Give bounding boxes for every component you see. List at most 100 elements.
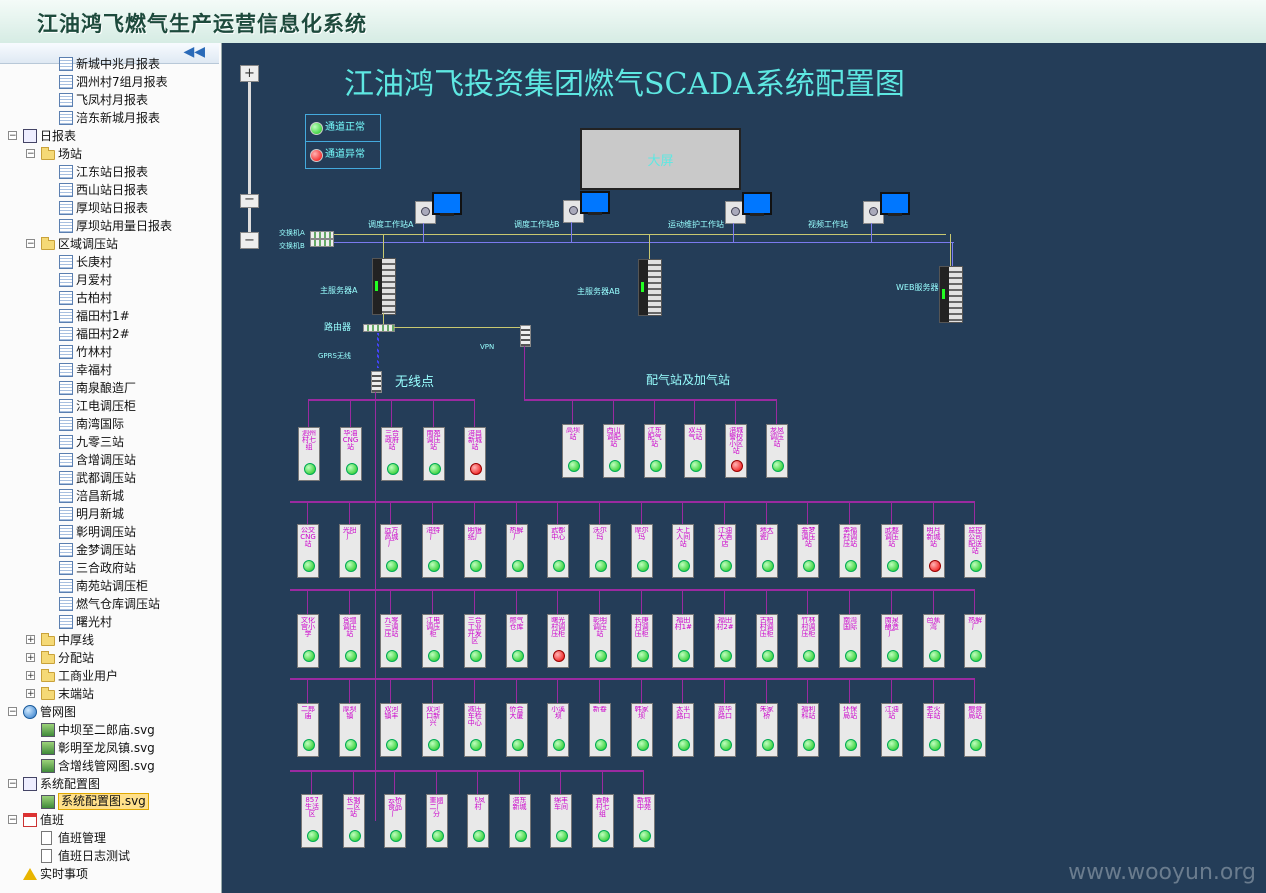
station-box[interactable]: 泗州村七组 xyxy=(298,427,320,481)
station-box[interactable]: 香酥村七组 xyxy=(591,794,614,848)
tree-item[interactable]: 南湾国际 xyxy=(0,415,219,433)
wireless-hub[interactable] xyxy=(371,371,382,393)
station-box[interactable]: 地大瓷厂 xyxy=(755,524,778,578)
tree-item[interactable]: 月爱村 xyxy=(0,271,219,289)
station-box[interactable]: 新城中苑 xyxy=(633,794,655,848)
tree-item[interactable]: 系统配置图.svg xyxy=(0,793,219,811)
station-box[interactable]: 龙凤调压站 xyxy=(766,424,788,478)
station-box[interactable]: 芭蕉湾 xyxy=(922,614,945,668)
station-box[interactable]: 古柏村调压柜 xyxy=(755,614,778,668)
station-box[interactable]: 双河镇丰 xyxy=(380,703,403,757)
collapse-icon[interactable]: − xyxy=(8,815,17,825)
station-box[interactable]: 南苑调压站 xyxy=(422,427,445,481)
station-box[interactable]: 西山调配站 xyxy=(602,424,625,478)
tree-item[interactable]: 值班日志测试 xyxy=(0,847,219,865)
tree-item[interactable]: 南苑站调压柜 xyxy=(0,577,219,595)
station-box[interactable]: 高坝站 xyxy=(562,424,584,478)
zoom-slider-handle[interactable]: − xyxy=(240,193,259,208)
tree-item[interactable]: 西山站日报表 xyxy=(0,181,219,199)
station-box[interactable]: 九零三调压站 xyxy=(380,614,403,668)
station-box[interactable]: 韩家坝 xyxy=(630,703,653,757)
station-box[interactable]: 长庚村调压柜 xyxy=(630,614,653,668)
station-box[interactable]: 金梦调压站 xyxy=(797,524,820,578)
station-box[interactable]: 涪昌新城站 xyxy=(464,427,486,481)
tree-item[interactable]: −值班 xyxy=(0,811,219,829)
collapse-icon[interactable]: − xyxy=(8,707,17,717)
tree-item[interactable]: 新城中兆月报表 xyxy=(0,55,219,73)
tree-item[interactable]: +工商业用户 xyxy=(0,667,219,685)
station-box[interactable]: 涪东新城 xyxy=(508,794,531,848)
station-box[interactable]: 江东配气站 xyxy=(643,424,666,478)
station-box[interactable]: 小溪坝 xyxy=(547,703,570,757)
station-box[interactable]: 二郎庙 xyxy=(297,703,319,757)
tree-item[interactable]: 福田村2# xyxy=(0,325,219,343)
tree-item[interactable]: +分配站 xyxy=(0,649,219,667)
tree-item[interactable]: 涪东新城月报表 xyxy=(0,109,219,127)
tree-item[interactable]: 泗州村7组月报表 xyxy=(0,73,219,91)
tree-item[interactable]: +末端站 xyxy=(0,685,219,703)
tree-item[interactable]: −区域调压站 xyxy=(0,235,219,253)
server-device[interactable] xyxy=(638,259,662,316)
station-box[interactable]: 南湾国际 xyxy=(839,614,862,668)
station-box[interactable]: 云桥食品厂 xyxy=(384,794,406,848)
station-box[interactable]: 竹林村调压柜 xyxy=(797,614,820,668)
server-device[interactable] xyxy=(372,258,396,315)
station-box[interactable]: 公交CNG站 xyxy=(297,524,319,578)
tree-item[interactable]: 厚坝站用量日报表 xyxy=(0,217,219,235)
tree-item[interactable]: 南泉酿造厂 xyxy=(0,379,219,397)
station-box[interactable]: 老火车站 xyxy=(922,703,945,757)
station-box[interactable]: 热解厂 xyxy=(505,524,528,578)
station-box[interactable]: 天上人间站 xyxy=(672,524,695,578)
zoom-in-button[interactable]: + xyxy=(240,65,259,82)
tree-item[interactable]: 曙光村 xyxy=(0,613,219,631)
tree-item[interactable]: −日报表 xyxy=(0,127,219,145)
station-box[interactable]: 涪特厂 xyxy=(422,524,445,578)
tree-item[interactable]: 福田村1# xyxy=(0,307,219,325)
station-box[interactable]: 摩尔玛 xyxy=(630,524,653,578)
station-box[interactable]: 857生活区 xyxy=(301,794,323,848)
station-box[interactable]: 热解厂 xyxy=(964,614,987,668)
station-box[interactable]: 彰明调压站 xyxy=(588,614,611,668)
tree-item[interactable]: 含增调压站 xyxy=(0,451,219,469)
vpn-device[interactable] xyxy=(520,325,531,347)
tree-item[interactable]: 燃气仓库调压站 xyxy=(0,595,219,613)
tree-item[interactable]: 金梦调压站 xyxy=(0,541,219,559)
station-box[interactable]: 光阳厂 xyxy=(338,524,361,578)
tree-item[interactable]: 武都调压站 xyxy=(0,469,219,487)
router-device[interactable] xyxy=(363,324,395,332)
station-box[interactable]: 飞凤村 xyxy=(467,794,489,848)
switch-a-device[interactable] xyxy=(310,231,334,239)
station-box[interactable]: 南泉酿造厂 xyxy=(880,614,903,668)
station-box[interactable]: 粮食局站 xyxy=(964,703,987,757)
station-box[interactable]: 幸福村调压站 xyxy=(839,524,862,578)
station-box[interactable]: 三合政府站 xyxy=(381,427,403,481)
station-box[interactable]: 沃尔玛 xyxy=(588,524,611,578)
tree-item[interactable]: −系统配置图 xyxy=(0,775,219,793)
tree-item[interactable]: 厚坝站日报表 xyxy=(0,199,219,217)
station-box[interactable]: 朱家桥 xyxy=(755,703,778,757)
station-box[interactable]: 减压车检中心 xyxy=(463,703,486,757)
station-box[interactable]: 华油CNG站 xyxy=(339,427,362,481)
station-box[interactable]: 明镜纸厂 xyxy=(463,524,486,578)
switch-b-device[interactable] xyxy=(310,239,334,247)
station-box[interactable]: 涪城警校小区站 xyxy=(725,424,748,478)
expand-icon[interactable]: + xyxy=(26,635,35,645)
expand-icon[interactable]: + xyxy=(26,671,35,681)
collapse-icon[interactable]: − xyxy=(26,149,35,159)
station-box[interactable]: 环保局站 xyxy=(839,703,862,757)
station-box[interactable]: 福田村2# xyxy=(714,614,736,668)
station-box[interactable]: 福田村1# xyxy=(672,614,695,668)
tree-item[interactable]: 涪昌新城 xyxy=(0,487,219,505)
station-box[interactable]: 江油大酒店 xyxy=(714,524,736,578)
station-box[interactable]: 侨合大厦 xyxy=(505,703,528,757)
tree-item[interactable]: 江东站日报表 xyxy=(0,163,219,181)
tree-item[interactable]: 九零三站 xyxy=(0,433,219,451)
tree-item[interactable]: +中厚线 xyxy=(0,631,219,649)
expand-icon[interactable]: + xyxy=(26,653,35,663)
tree-item[interactable]: 中坝至二郎庙.svg xyxy=(0,721,219,739)
station-box[interactable]: 曙光村调压柜 xyxy=(547,614,570,668)
tree-item[interactable]: −管网图 xyxy=(0,703,219,721)
collapse-icon[interactable]: − xyxy=(26,239,35,249)
tree-item[interactable]: −场站 xyxy=(0,145,219,163)
tree-item[interactable]: 飞凤村月报表 xyxy=(0,91,219,109)
